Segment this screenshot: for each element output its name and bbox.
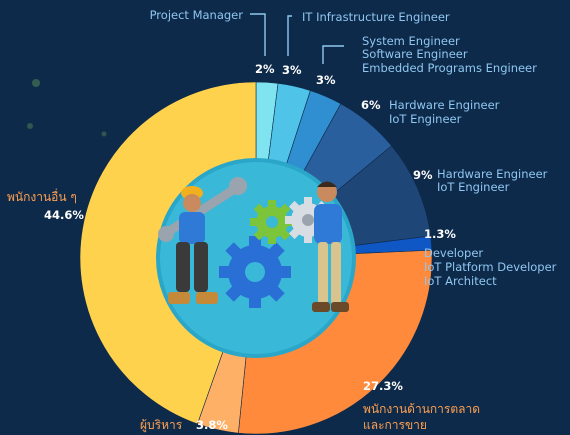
slice-percent-label: 2% xyxy=(255,62,275,76)
decor-dot xyxy=(27,123,33,129)
decor-dot xyxy=(32,79,40,87)
label-s5: 9% Hardware Engineer IoT Engineer xyxy=(413,167,548,194)
label-s4: 6% Hardware Engineer IoT Engineer xyxy=(361,98,500,126)
slice-label-text: IT Infrastructure Engineer xyxy=(302,10,450,24)
slice-label-text: System Engineer xyxy=(362,34,460,48)
worker-standing-icon xyxy=(312,181,349,312)
slice-percent-label: 6% xyxy=(361,98,381,112)
slice-percent-label: 3% xyxy=(316,73,336,87)
slice-label-text: Developer xyxy=(424,246,483,260)
label-s1: Project Manager 2% xyxy=(150,8,275,76)
slice-label-text: Software Engineer xyxy=(362,47,468,61)
slice-percent-label: 9% xyxy=(413,168,433,182)
slice-label-text: Hardware Engineer xyxy=(437,167,548,181)
slice-label-text: IoT Engineer xyxy=(389,112,462,126)
leader-line-it-infrastructure xyxy=(287,15,292,56)
slice-label-text: IoT Architect xyxy=(424,274,497,288)
leader-line-project-manager xyxy=(250,13,266,56)
slice-label-text: Project Manager xyxy=(150,8,244,22)
worker-with-wrench-icon xyxy=(158,177,247,304)
slice-label-text: พนักงานอื่น ๆ xyxy=(7,188,77,204)
slice-percent-label: 3.8% xyxy=(196,418,228,432)
decor-dot xyxy=(101,131,107,137)
label-s8: ผู้บริหาร 3.8% xyxy=(140,418,228,433)
label-s7: 27.3% พนักงานด้านการตลาด และการขาย xyxy=(363,379,480,432)
label-s2: IT Infrastructure Engineer 3% xyxy=(282,10,450,77)
slices-group xyxy=(79,81,433,435)
label-s9: พนักงานอื่น ๆ 44.6% xyxy=(7,188,84,222)
slice-percent-label: 3% xyxy=(282,63,302,77)
slice-label-text: IoT Engineer xyxy=(437,180,510,194)
slice-percent-label: 44.6% xyxy=(44,208,84,222)
slice-label-text: พนักงานด้านการตลาด xyxy=(363,402,480,416)
label-s6: 1.3% Developer IoT Platform Developer Io… xyxy=(424,227,557,288)
slice-percent-label: 1.3% xyxy=(424,227,456,241)
slice-label-text: ผู้บริหาร xyxy=(140,418,183,433)
slice-label-text: และการขาย xyxy=(363,418,427,432)
slice-label-text: Embedded Programs Engineer xyxy=(362,61,537,75)
slice-label-text: Hardware Engineer xyxy=(389,98,500,112)
slice-percent-label: 27.3% xyxy=(363,379,403,393)
donut-hole-ring xyxy=(156,158,356,358)
label-s3: System Engineer Software Engineer Embedd… xyxy=(316,34,537,87)
green-gear-icon xyxy=(250,200,294,244)
blue-gear-icon xyxy=(219,236,291,308)
leader-line-system-engineer xyxy=(322,45,344,64)
slice-label-text: IoT Platform Developer xyxy=(424,260,557,274)
